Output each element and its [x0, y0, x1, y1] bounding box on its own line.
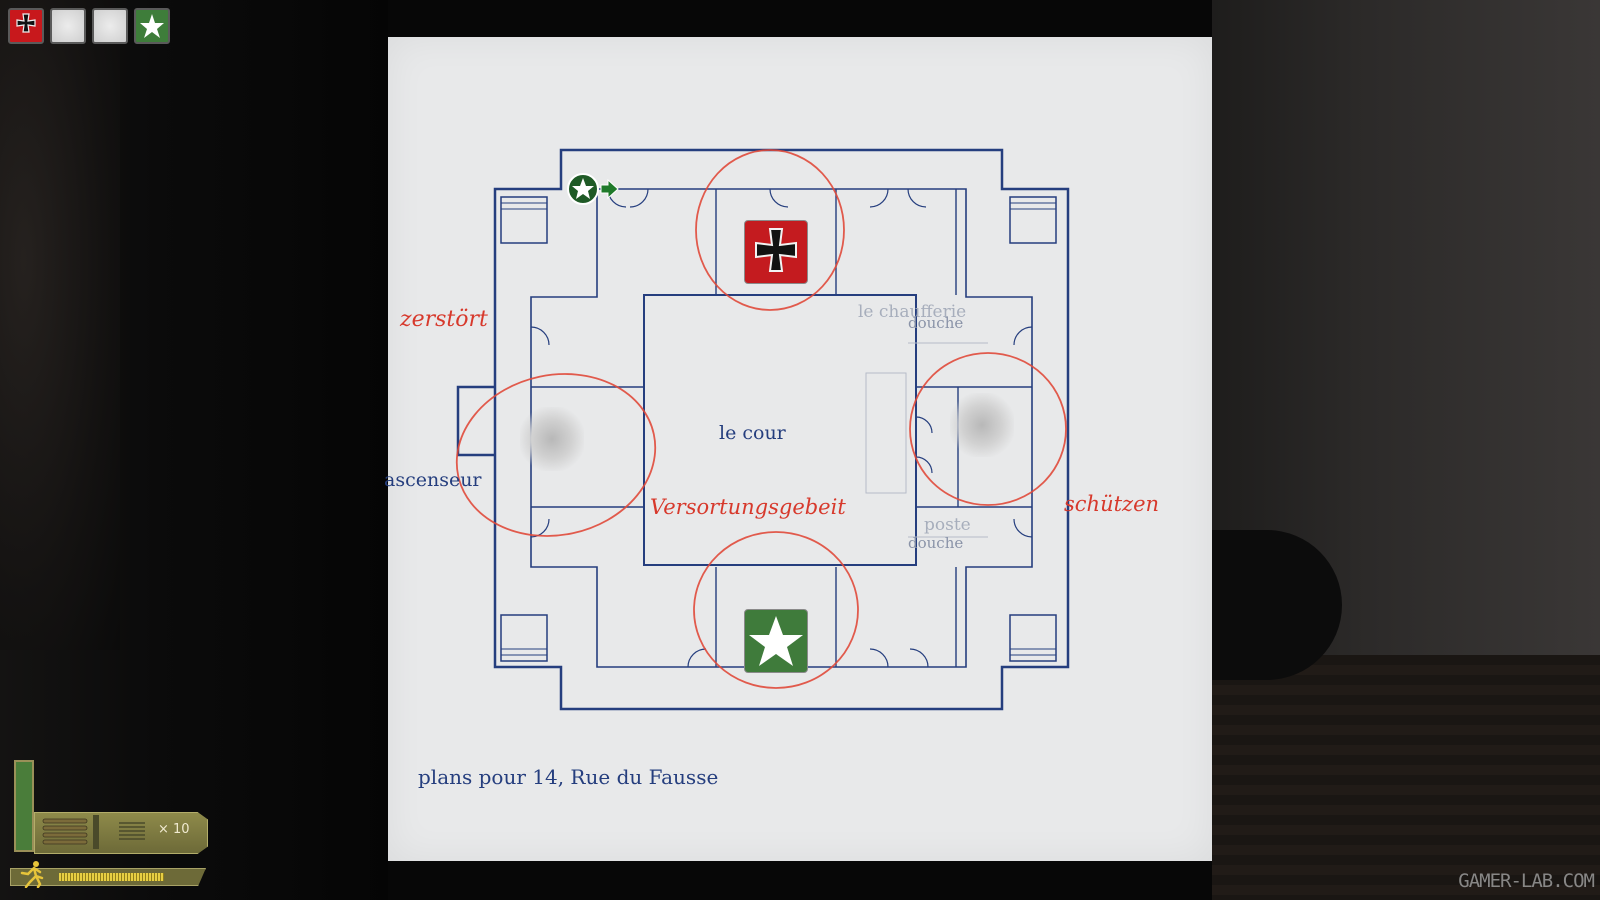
neutral-objective-icon [950, 393, 1014, 457]
health-bar [14, 760, 34, 852]
ammo-clip-count: × 10 [158, 822, 190, 837]
map-caption: plans pour 14, Rue du Fausse [418, 765, 719, 789]
axis-objective-icon [744, 220, 808, 284]
allies-objective-icon [744, 609, 808, 673]
bullets-icon [42, 815, 145, 849]
neutral-objective-icon [520, 407, 584, 471]
neutral-flag-icon [92, 8, 128, 44]
boiler-room-label: le chaufferie [858, 302, 967, 322]
axis-flag-icon [8, 8, 44, 44]
background-floor [1212, 655, 1600, 900]
ammo-clip-panel [34, 812, 208, 854]
floor-plan-drawing [455, 148, 1070, 711]
neutral-flag-icon [50, 8, 86, 44]
allied-spawn-icon [567, 173, 619, 205]
allies-flag-icon [134, 8, 170, 44]
protect-annotation: schützen [1064, 492, 1160, 516]
flag-status-bar [8, 8, 170, 44]
watermark: GAMER-LAB.COM [1458, 870, 1595, 892]
post-label: poste [924, 515, 971, 535]
shower-top-label: douche [908, 314, 964, 332]
supply-area-annotation: Versortungsgebeit [650, 495, 846, 519]
background-wall [0, 0, 120, 650]
courtyard-label: le cour [719, 422, 786, 444]
stamina-bar-fill [59, 873, 164, 881]
map-paper: le cour ascenseur le chaufferie douche p… [384, 37, 1212, 861]
player-shadow [1212, 530, 1342, 680]
running-man-icon [20, 861, 44, 888]
elevator-label: ascenseur [384, 469, 482, 491]
destroyed-annotation: zerstört [400, 307, 488, 332]
shower-bottom-label: douche [908, 534, 964, 552]
